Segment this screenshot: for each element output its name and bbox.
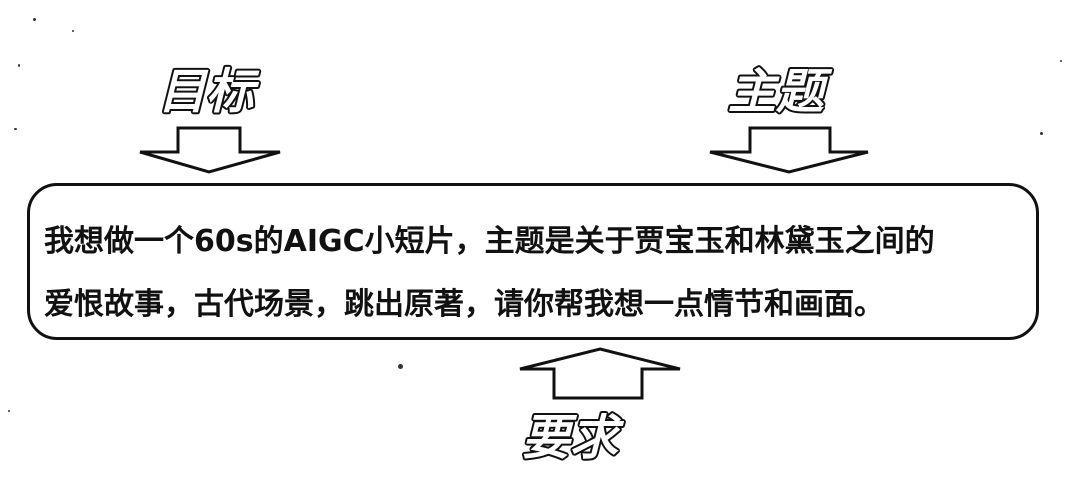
scan-speck [1060, 60, 1062, 62]
prompt-line-1: 我想做一个60s的AIGC小短片，主题是关于贾宝玉和林黛玉之间的 [44, 224, 935, 259]
label-requirement: 要求 [522, 410, 625, 466]
label-target: 目标 [158, 64, 260, 120]
scan-speck [8, 410, 10, 412]
scan-speck [18, 64, 20, 67]
prompt-line-2: 爱恨故事，古代场景，跳出原著，请你帮我想一点情节和画面。 [44, 287, 884, 322]
arrow-down-target-icon [139, 126, 281, 174]
arrow-up-requirement-icon [519, 347, 681, 400]
scan-speck [33, 18, 36, 21]
scan-speck [14, 128, 17, 130]
prompt-box [27, 183, 1039, 340]
scan-speck [1040, 132, 1043, 135]
arrow-down-theme-icon [709, 126, 869, 174]
scan-speck [398, 364, 403, 369]
scan-speck [72, 30, 74, 32]
label-theme: 主题 [728, 64, 833, 120]
